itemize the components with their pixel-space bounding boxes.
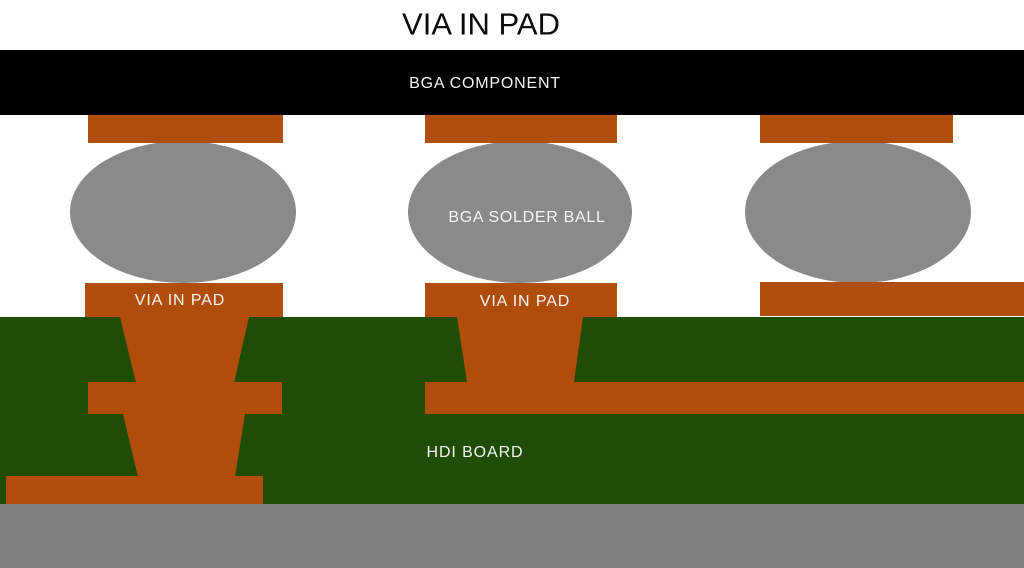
solder-ball-middle [408,141,632,283]
component-pad-middle [425,115,617,143]
via-barrel-middle [457,317,583,382]
via-barrel-left-upper [120,317,249,383]
diagram-title: VIA IN PAD [402,6,560,42]
component-pad-left [88,115,283,143]
inner-trace-left [88,382,282,414]
solder-ball-right [745,141,971,283]
bga-component-label: BGA COMPONENT [409,75,561,92]
component-pad-right [760,115,953,143]
bga-component-body [0,50,1024,115]
via-in-pad-label-left: VIA IN PAD [134,292,226,309]
via-pad-left [85,283,283,317]
base-layer [0,504,1024,568]
via-in-pad-label-middle: VIA IN PAD [479,293,571,310]
surface-pad-right [760,282,1024,316]
hdi-board-label: HDI BOARD [426,444,524,461]
via-barrel-left-lower [123,414,245,477]
bga-solder-ball-label: BGA SOLDER BALL [448,209,606,226]
inner-trace-right [425,382,1024,414]
via-pad-middle [425,283,617,317]
bottom-trace-left [6,476,263,504]
solder-ball-left [70,141,296,283]
